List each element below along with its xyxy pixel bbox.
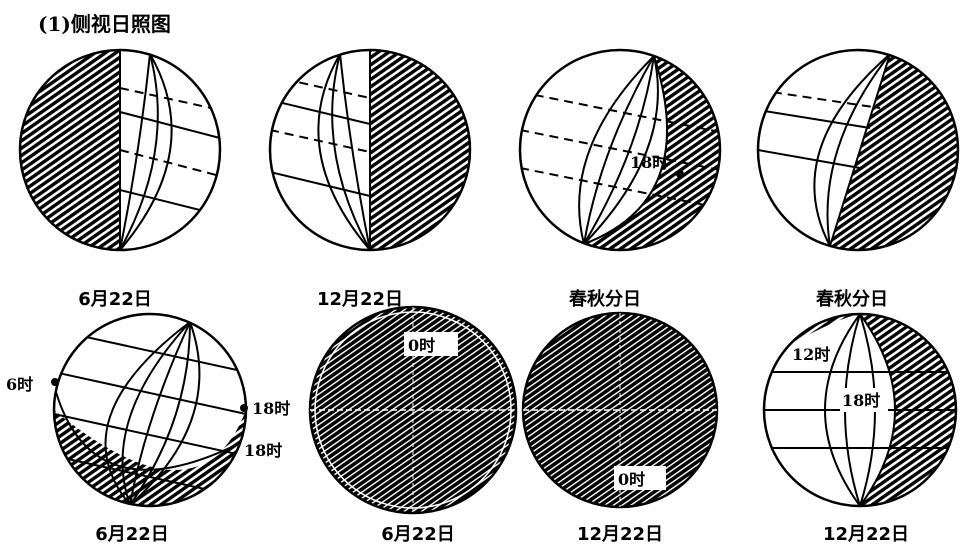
label-18h: 18时: [842, 391, 880, 410]
caption-globe-7: 12月22日: [577, 520, 663, 546]
globe-8: 12时 18时: [764, 314, 956, 506]
globe-7: 0时: [523, 313, 717, 507]
caption-globe-6: 6月22日: [381, 520, 455, 546]
globe-6: 0时: [310, 307, 516, 513]
label-18h-top: 18时: [252, 399, 290, 418]
caption-globe-3: 春秋分日: [569, 285, 641, 311]
label-6h: 6时: [6, 375, 33, 394]
label-0h: 0时: [408, 336, 435, 355]
caption-globe-2: 12月22日: [317, 285, 403, 311]
caption-globe-1: 6月22日: [78, 285, 152, 311]
globe-4: [758, 50, 961, 251]
label-0h: 0时: [618, 470, 645, 489]
label-18h: 18时: [630, 153, 668, 172]
globe-5: 6时 18时 18时: [6, 314, 290, 506]
globe-3: 18时: [520, 50, 720, 250]
caption-globe-8: 12月22日: [823, 520, 909, 546]
label-18h-bottom: 18时: [244, 441, 282, 460]
caption-globe-4: 春秋分日: [816, 285, 888, 311]
caption-globe-5: 6月22日: [95, 520, 169, 546]
globe-1: [20, 50, 220, 250]
label-12h: 12时: [792, 345, 830, 364]
globe-2: [270, 50, 470, 250]
